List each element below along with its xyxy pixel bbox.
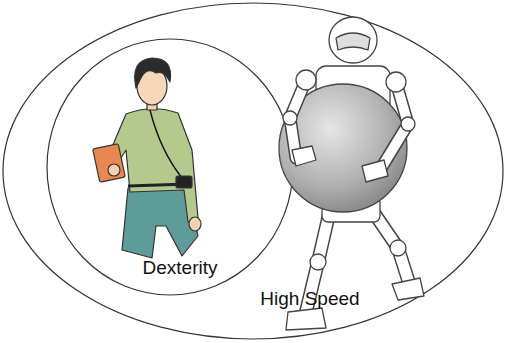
- ellipse-shape: [3, 3, 503, 339]
- node-label: High Speed: [248, 288, 372, 310]
- ellipse-shape: [47, 39, 293, 295]
- person-figure: [93, 58, 201, 258]
- node-label: Dexterity: [130, 257, 230, 279]
- ellipse-outline: [2, 2, 504, 340]
- outer-ellipse: High Speed Dexterity: [2, 2, 504, 340]
- robot-figure: [279, 17, 424, 330]
